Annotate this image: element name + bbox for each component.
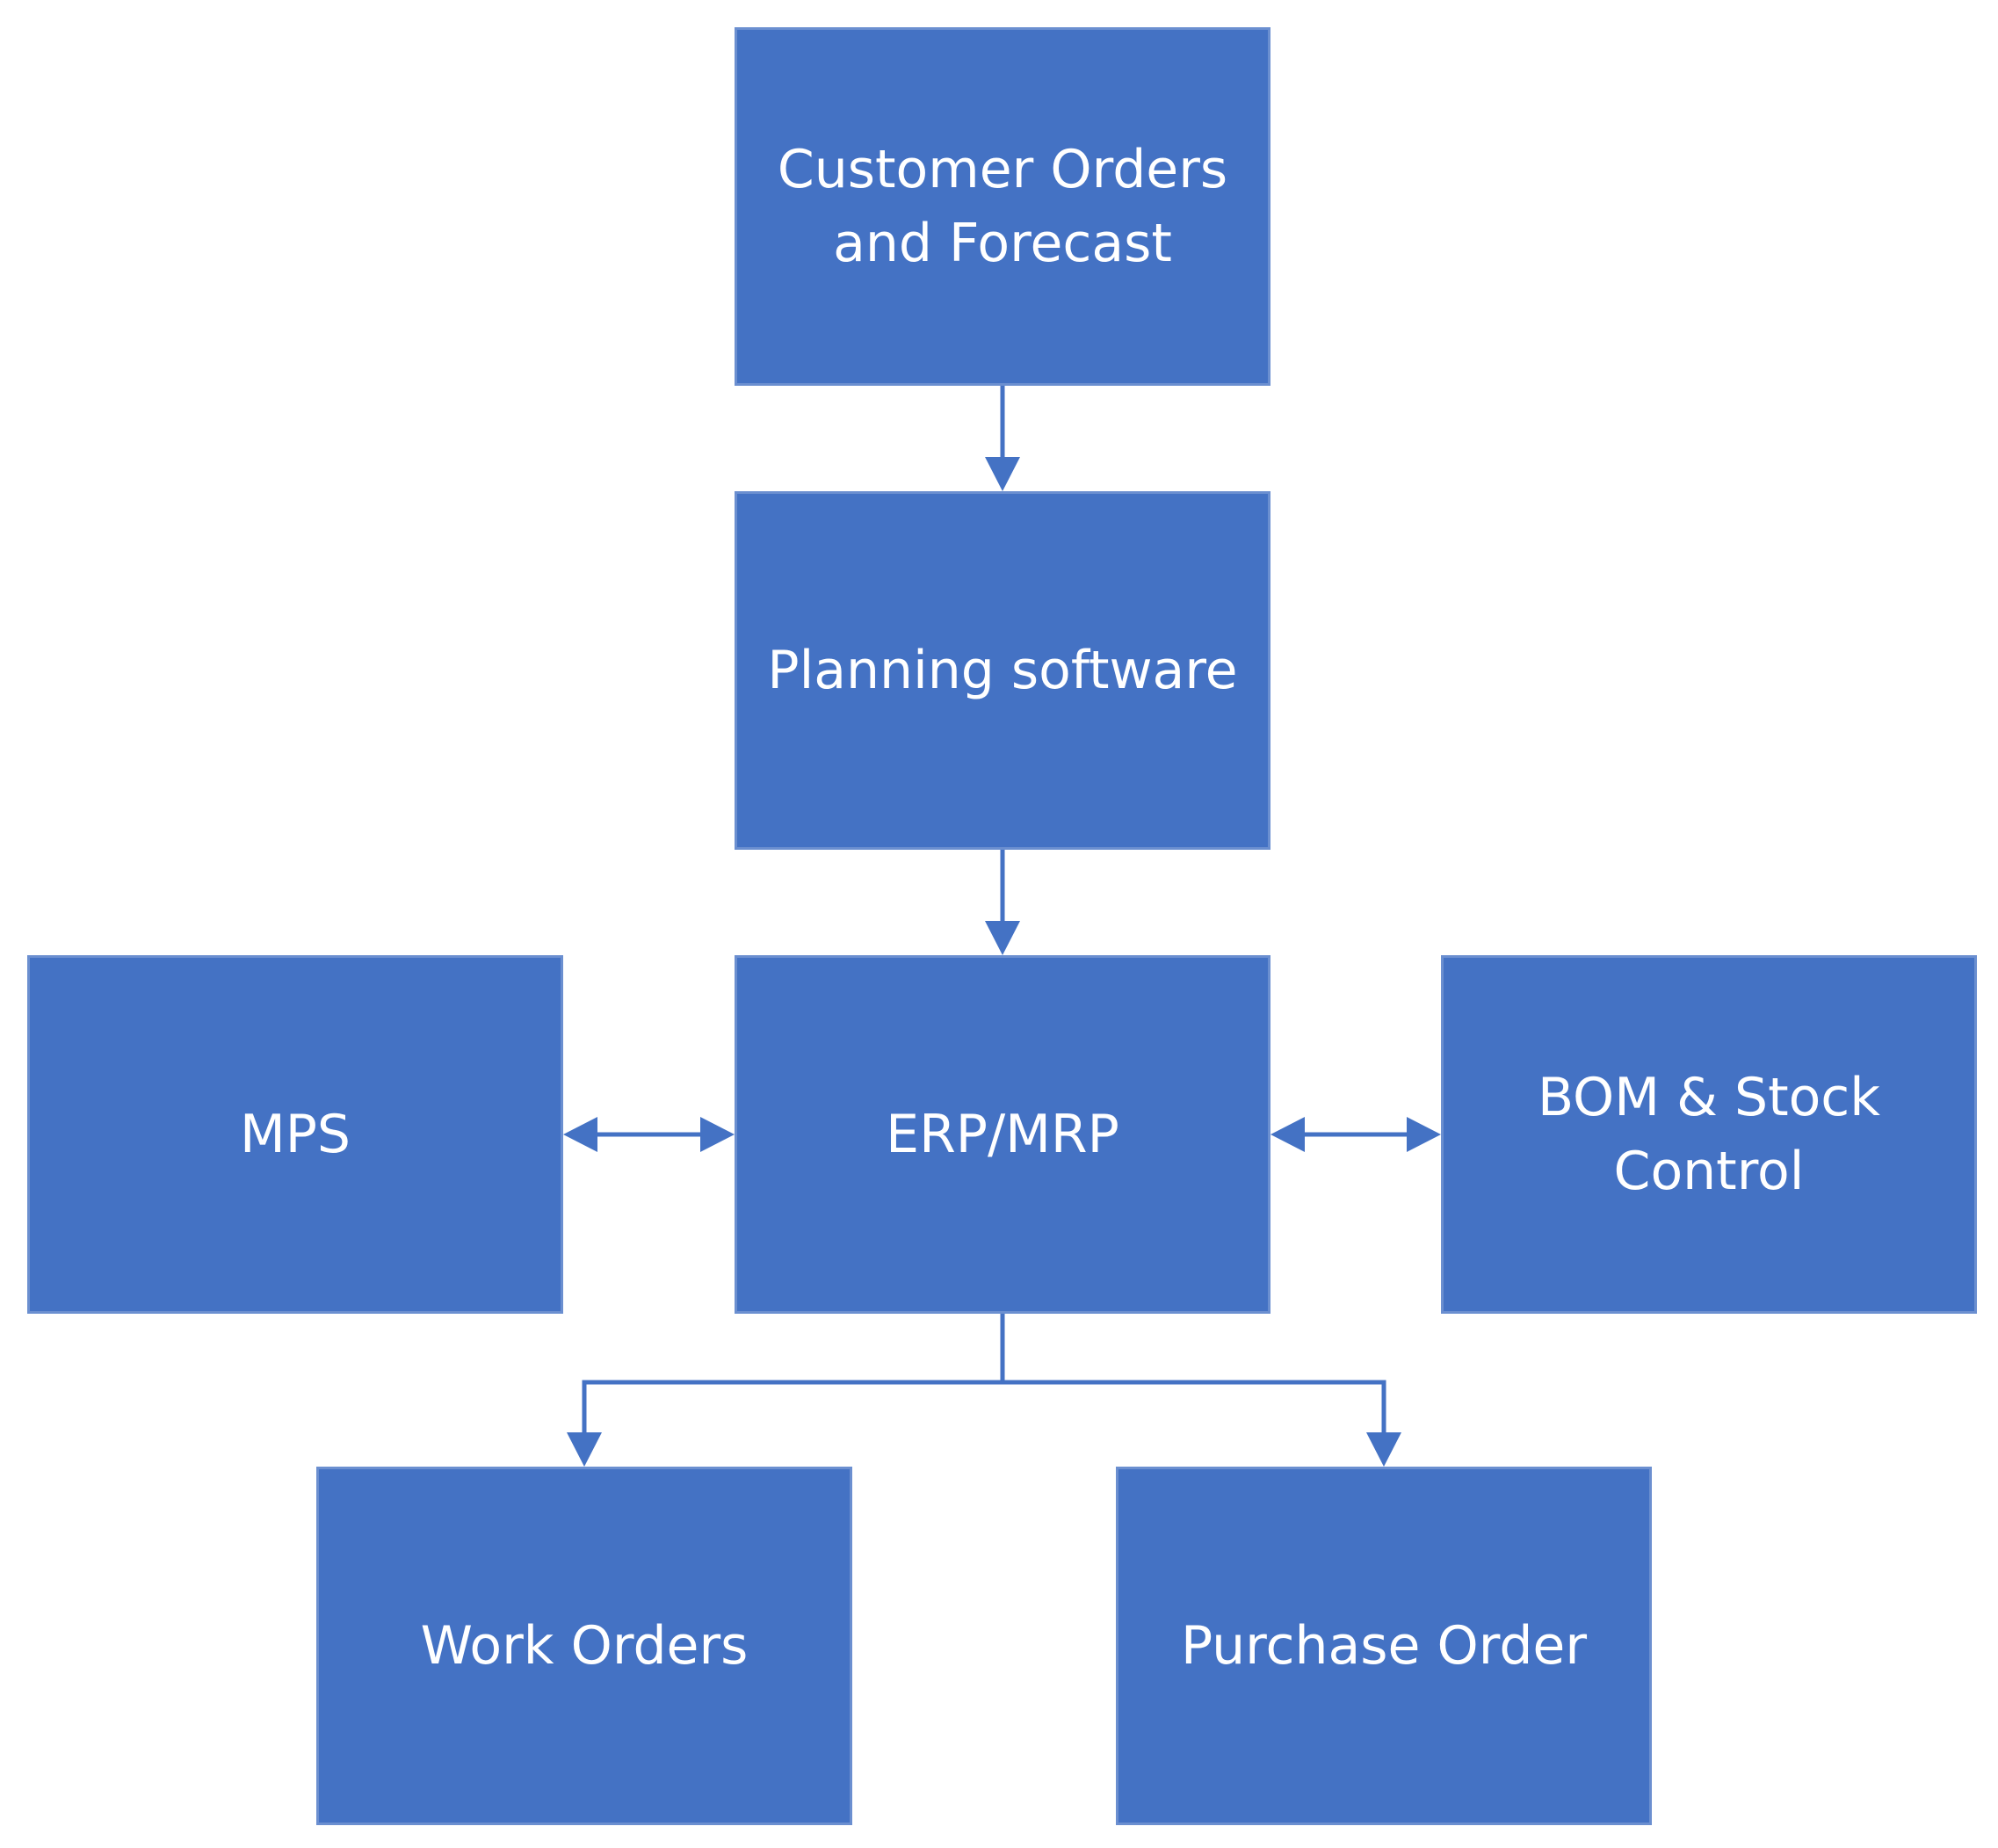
- edge-customer-to-planning: [985, 386, 1020, 491]
- edge-erp-branch: [567, 1314, 1401, 1467]
- arrowhead-left: [563, 1117, 597, 1152]
- node-customer-orders: Customer Orders and Forecast: [735, 27, 1270, 386]
- node-label-line: Control: [1613, 1141, 1805, 1202]
- node-label: BOM & Stock Control: [1538, 1061, 1880, 1208]
- node-purchase-order: Purchase Order: [1116, 1467, 1652, 1825]
- node-planning-software: Planning software: [735, 491, 1270, 850]
- node-label-line: Customer Orders: [777, 139, 1228, 200]
- node-label-line: and Forecast: [833, 213, 1172, 274]
- connector-line: [1003, 1380, 1386, 1432]
- node-erp-mrp: ERP/MRP: [735, 955, 1270, 1314]
- edge-erp-bom: [1270, 1117, 1441, 1152]
- arrowhead-right: [1407, 1117, 1441, 1152]
- arrowhead-down: [567, 1432, 602, 1467]
- node-label: Work Orders: [420, 1615, 749, 1677]
- arrowhead-left: [1270, 1117, 1305, 1152]
- arrowhead-right: [700, 1117, 735, 1152]
- node-mps: MPS: [27, 955, 563, 1314]
- arrowhead-down: [985, 921, 1020, 955]
- connector-line: [582, 1314, 1005, 1432]
- node-label: MPS: [239, 1104, 351, 1165]
- arrowhead-down: [985, 457, 1020, 491]
- node-label: Purchase Order: [1180, 1615, 1588, 1677]
- node-work-orders: Work Orders: [316, 1467, 852, 1825]
- arrowhead-down: [1366, 1432, 1401, 1467]
- node-bom-stock-control: BOM & Stock Control: [1441, 955, 1977, 1314]
- node-label-line: BOM & Stock: [1537, 1067, 1881, 1128]
- edge-planning-to-erp: [985, 850, 1020, 955]
- node-label: Customer Orders and Forecast: [778, 133, 1227, 280]
- edge-mps-erp: [563, 1117, 735, 1152]
- node-label: Planning software: [767, 640, 1238, 701]
- node-label: ERP/MRP: [886, 1104, 1119, 1165]
